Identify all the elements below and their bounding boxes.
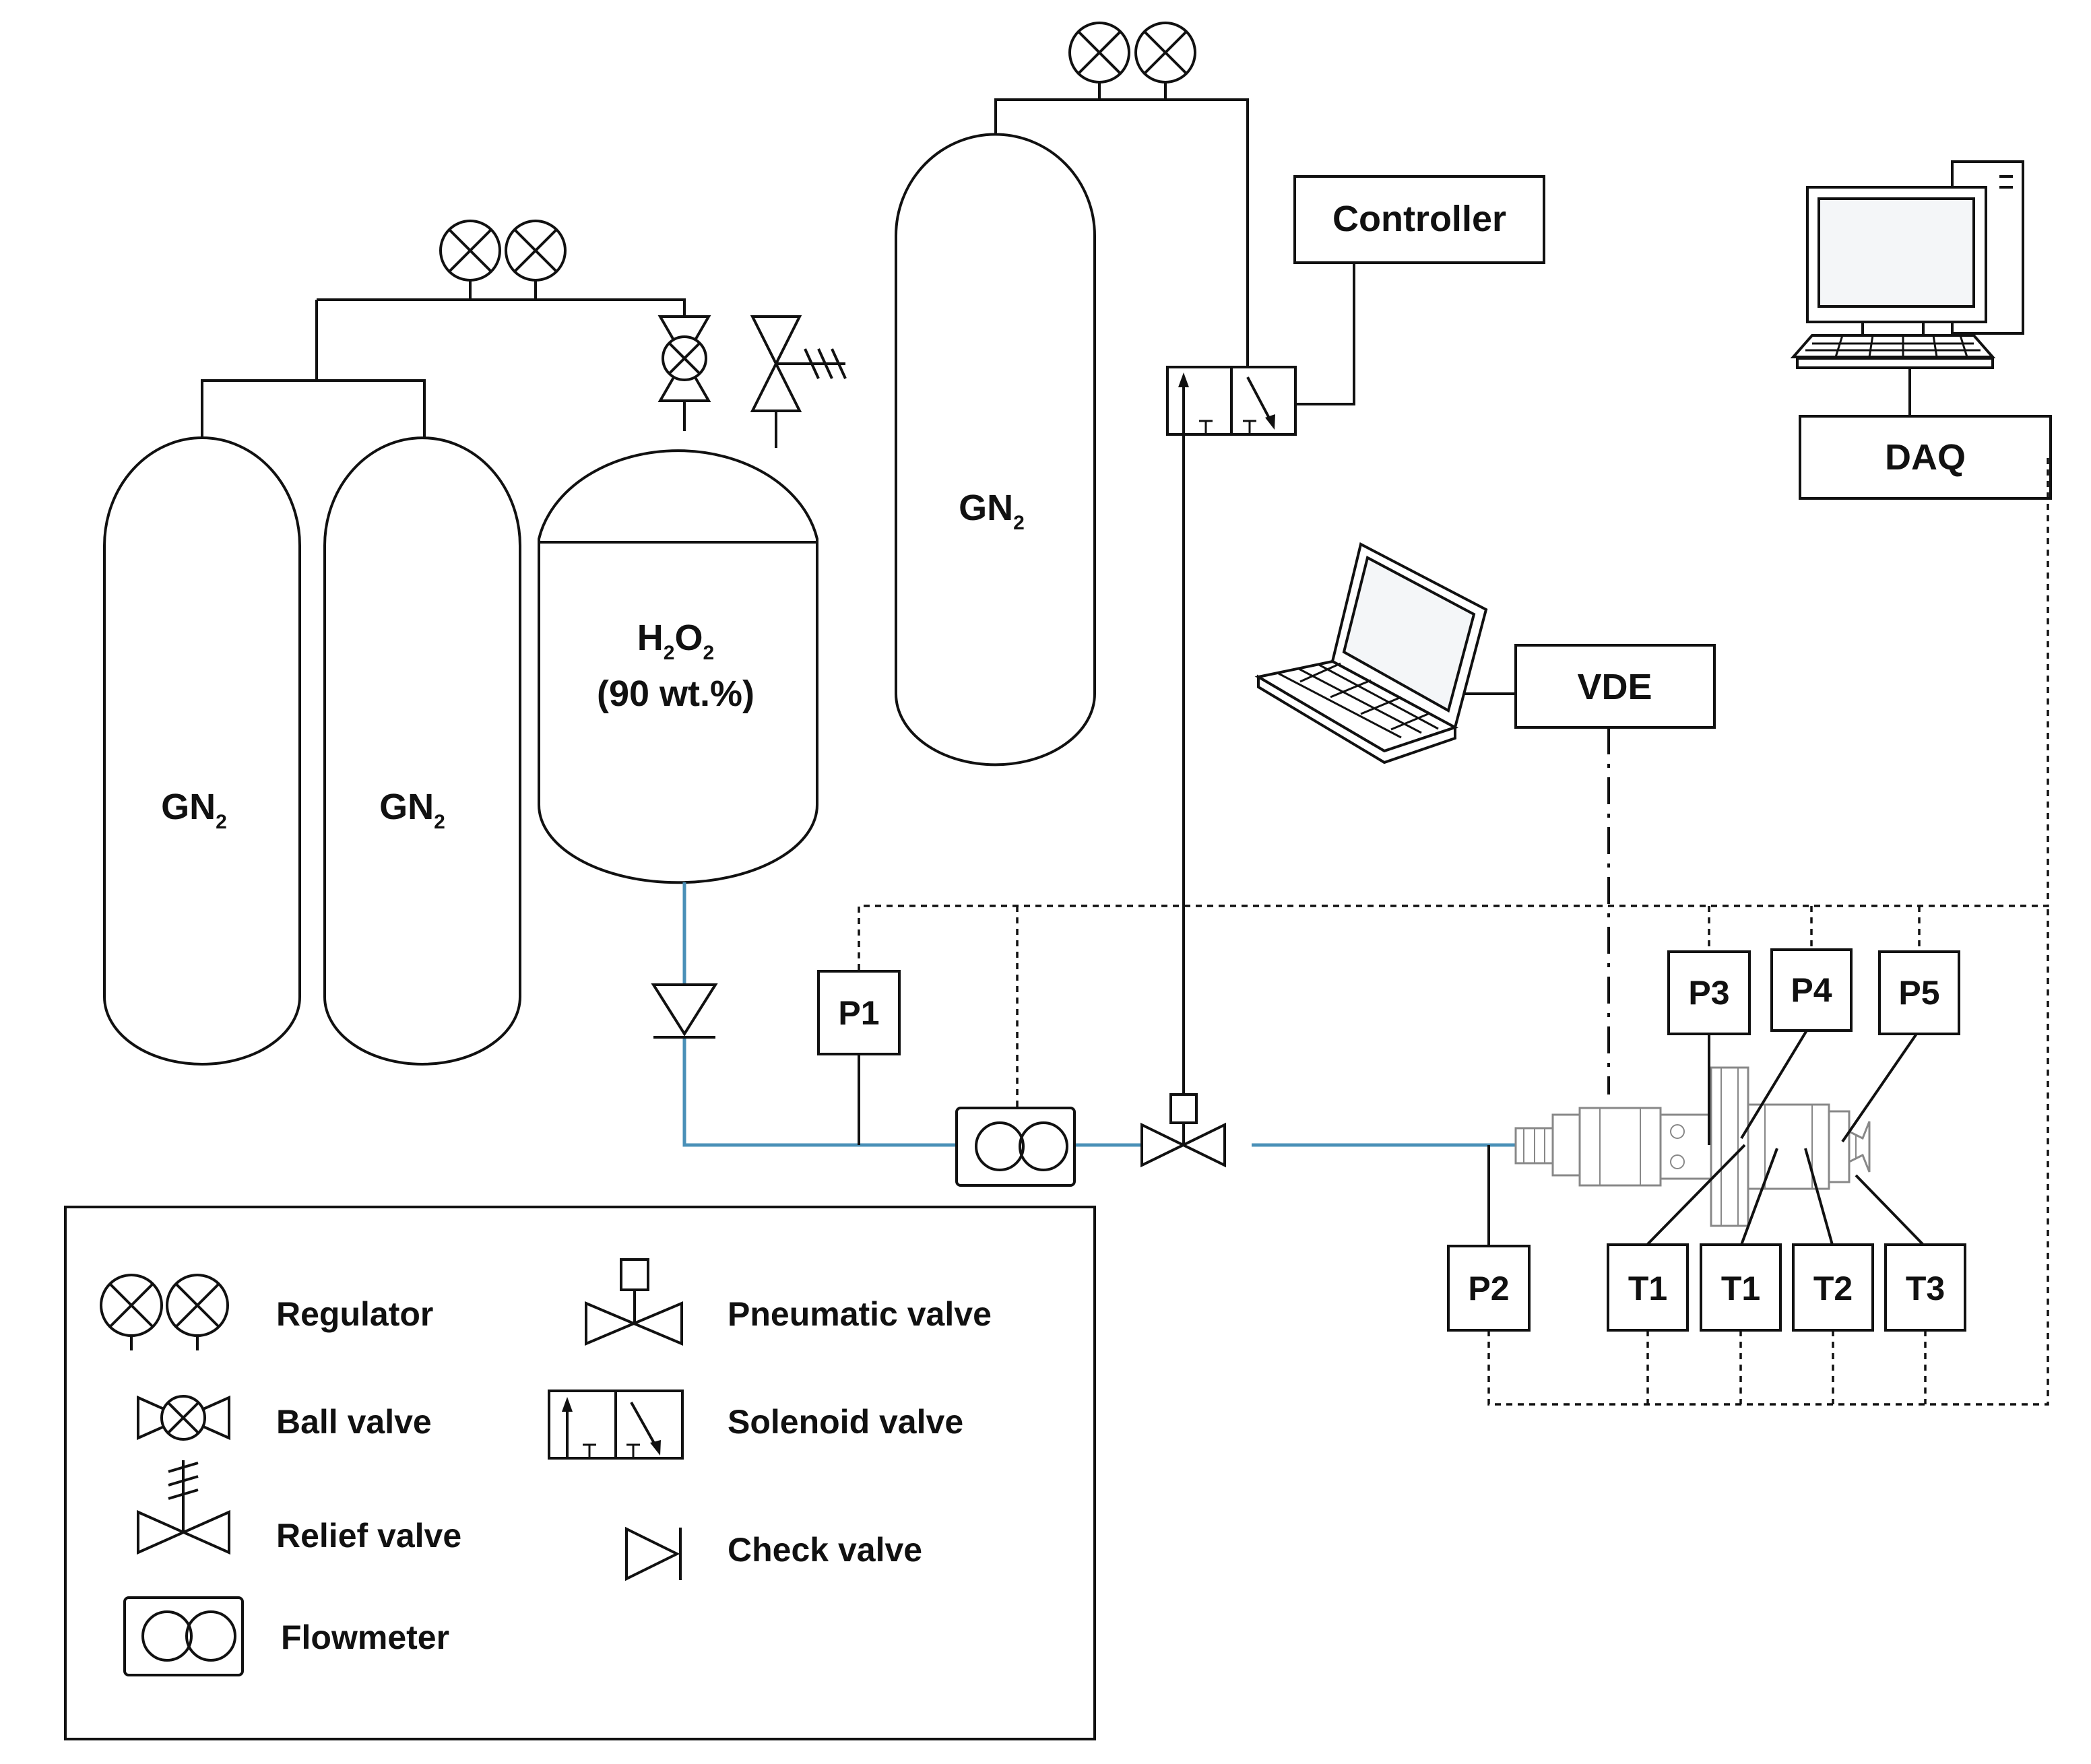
svg-text:GN2: GN2 [379, 787, 445, 833]
propellant-feed-line [682, 882, 1528, 1147]
h2o2-label-o: O [674, 618, 703, 658]
h2o2-subscript: 2 [664, 642, 675, 664]
gn2-tank-left-b: GN2 [323, 436, 521, 1066]
h2o2-concentration: (90 wt.%) [597, 674, 754, 714]
svg-text:GN2: GN2 [959, 488, 1025, 534]
legend-flowmeter-icon [123, 1596, 244, 1676]
controller-label: Controller [1332, 199, 1506, 239]
t1-label: T1 [1721, 1270, 1760, 1307]
check-valve [651, 983, 718, 1039]
legend-ball-valve-icon [137, 1395, 230, 1441]
legend-flowmeter-label: Flowmeter [281, 1619, 449, 1656]
h2o2-label: H [637, 618, 664, 658]
p5-label: P5 [1898, 974, 1939, 1012]
gn2-subscript: 2 [434, 811, 445, 833]
legend-pneumatic-valve-label: Pneumatic valve [728, 1295, 992, 1333]
t1-label: T1 [1628, 1270, 1667, 1307]
gn2-regulator-top [1068, 22, 1196, 84]
t1-sensor-a: T1 [1607, 1144, 1746, 1332]
t2-sensor: T2 [1792, 1148, 1874, 1332]
laptop-icon [1254, 542, 1488, 764]
gn2-label: GN [379, 787, 434, 827]
thruster-engine [1514, 1066, 1871, 1227]
gn2-subscript: 2 [1013, 512, 1025, 534]
p3-label: P3 [1688, 974, 1729, 1012]
svg-text:GN2: GN2 [161, 787, 227, 833]
h2o2-tank: H2O2 (90 wt.%) [538, 401, 818, 884]
gn2-tank-top: GN2 [895, 133, 1096, 766]
p2-sensor: P2 [1447, 1145, 1531, 1332]
legend-regulator-icon [100, 1274, 229, 1350]
legend-solenoid-valve-icon [548, 1390, 684, 1460]
desktop-computer-icon [1790, 160, 2024, 369]
solenoid-valve [1166, 366, 1297, 436]
legend-check-valve-label: Check valve [728, 1531, 922, 1569]
svg-text:H2O2: H2O2 [637, 618, 714, 664]
p3-sensor: P3 [1667, 950, 1751, 1145]
p4-sensor: P4 [1740, 948, 1853, 1140]
p5-sensor: P5 [1841, 950, 1960, 1143]
left-gn2-piping [201, 271, 686, 438]
legend-relief-valve-icon [137, 1460, 230, 1555]
legend-regulator-label: Regulator [276, 1295, 433, 1333]
legend-check-valve-icon [625, 1526, 682, 1581]
legend-pneumatic-valve-icon [585, 1258, 683, 1346]
flowmeter [955, 1107, 1076, 1187]
h2o2-subscript: 2 [703, 642, 715, 664]
p4-label: P4 [1791, 971, 1832, 1009]
legend: Regulator Ball valve Relief valve Flowme… [64, 1206, 1096, 1740]
legend-ball-valve-label: Ball valve [276, 1403, 432, 1441]
gn2-subscript: 2 [216, 811, 227, 833]
daq-label: DAQ [1885, 437, 1966, 478]
daq-signal-wiring [858, 458, 2049, 1406]
t3-sensor: T3 [1855, 1174, 1966, 1332]
daq-box: DAQ [1799, 415, 2052, 500]
legend-solenoid-valve-label: Solenoid valve [728, 1403, 963, 1441]
t2-label: T2 [1813, 1270, 1853, 1307]
p1-sensor: P1 [817, 970, 901, 1145]
p2-label: P2 [1468, 1270, 1509, 1307]
t3-label: T3 [1906, 1270, 1945, 1307]
ball-valve-tank [657, 315, 711, 402]
gn2-label: GN [161, 787, 216, 827]
pneumatic-valve [1140, 1093, 1226, 1168]
gn2-tank-left-a: GN2 [103, 436, 301, 1066]
vde-box: VDE [1514, 644, 1716, 729]
controller-signal-line [1295, 263, 1355, 405]
vde-label: VDE [1577, 667, 1652, 707]
p1-label: P1 [838, 994, 879, 1032]
gn2-regulator-left [439, 220, 567, 282]
gn2-label: GN [959, 488, 1013, 528]
relief-valve-tank [750, 315, 847, 448]
legend-relief-valve-label: Relief valve [276, 1517, 461, 1555]
controller-box: Controller [1293, 175, 1545, 264]
